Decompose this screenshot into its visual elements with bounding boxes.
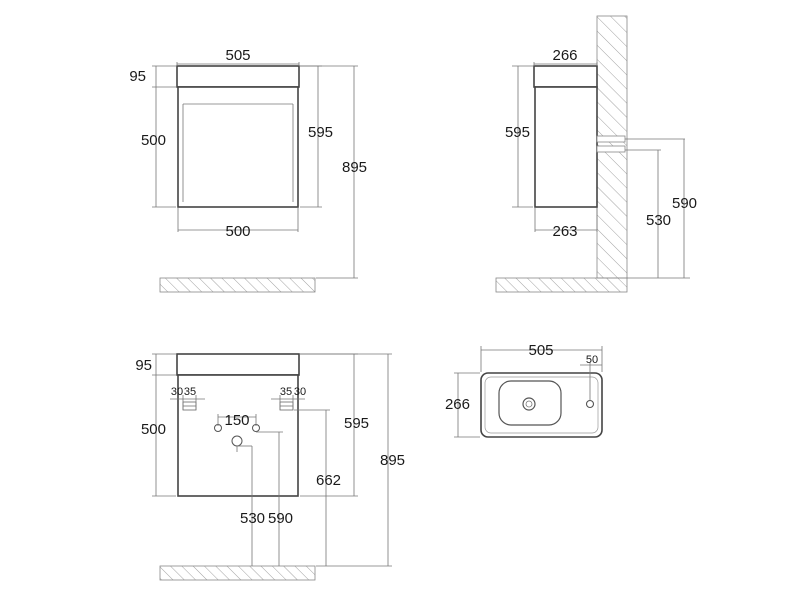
side-view: 266 595 263 530 590: [495, 15, 697, 293]
top-width-label: 505: [528, 342, 553, 359]
front-top-width-label: 505: [225, 47, 250, 64]
front-bottom-width-label: 500: [225, 223, 250, 240]
front-floor-hatch: [159, 277, 316, 293]
rear-left-offset-2-label: 35: [184, 386, 196, 398]
side-cabinet: [534, 86, 598, 208]
front-cabinet-height-label: 500: [141, 132, 166, 149]
front-top-height-label: 95: [129, 68, 146, 85]
front-floor-height-label: 895: [342, 159, 367, 176]
top-depth-label: 266: [445, 396, 470, 413]
rear-right-offset-1-label: 35: [280, 386, 292, 398]
side-bottom-depth-label: 263: [552, 223, 577, 240]
rear-basin: [176, 353, 300, 376]
rear-drain-height-label: 530: [240, 510, 265, 527]
side-top-depth-label: 266: [552, 47, 577, 64]
rear-floor-height-label: 895: [380, 452, 405, 469]
rear-top-height-label: 95: [135, 357, 152, 374]
front-cabinet: [177, 86, 299, 208]
top-tap-offset-label: 50: [586, 354, 598, 366]
rear-cabinet-height-label: 500: [141, 421, 166, 438]
rear-mount-height-label: 662: [316, 472, 341, 489]
side-floor-hatch: [495, 277, 628, 293]
side-supply-height-label: 590: [672, 195, 697, 212]
side-height-label: 595: [505, 124, 530, 141]
front-total-height-label: 595: [308, 124, 333, 141]
rear-total-height-label: 595: [344, 415, 369, 432]
rear-cabinet: [177, 374, 299, 497]
rear-pipe-spacing-label: 150: [224, 412, 249, 429]
front-view: 505 95 500 595 895 500: [129, 47, 367, 293]
rear-right-offset-2-label: 30: [294, 386, 306, 398]
top-tap-hole: [585, 399, 595, 409]
top-view: 505 50 266: [445, 342, 603, 438]
rear-supply-height-label: 590: [268, 510, 293, 527]
side-drain-height-label: 530: [646, 212, 671, 229]
rear-left-offset-1-label: 30: [171, 386, 183, 398]
side-basin: [533, 65, 598, 88]
front-basin: [176, 65, 300, 88]
rear-view: 95 500 30 35 35 30 150 595 662 895: [135, 353, 405, 581]
rear-floor-hatch: [159, 565, 316, 581]
